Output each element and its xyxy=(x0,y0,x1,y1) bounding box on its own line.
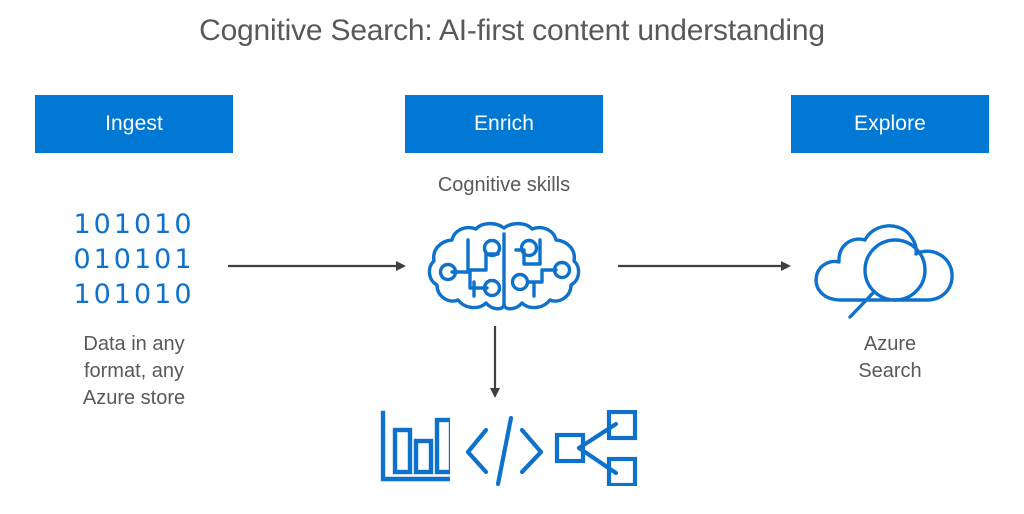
arrow-ingest-to-enrich-icon xyxy=(228,258,408,279)
binary-data-graphic: 101010 010101 101010 xyxy=(73,209,195,310)
brain-circuit-icon xyxy=(424,220,584,321)
code-brackets-icon xyxy=(462,414,548,495)
stage-banner-enrich: Enrich xyxy=(405,95,603,153)
arrow-enrich-to-explore-icon xyxy=(618,258,793,279)
cloud-magnifier-icon xyxy=(805,216,973,325)
page-title: Cognitive Search: AI-first content under… xyxy=(199,14,825,47)
stage-banner-ingest: Ingest xyxy=(35,95,233,153)
stage-banner-ingest-label: Ingest xyxy=(105,112,163,135)
bar-chart-icon xyxy=(378,410,454,491)
arrow-enrich-to-outputs-icon xyxy=(486,326,504,405)
share-nodes-icon xyxy=(554,409,638,491)
stage-banner-explore-label: Explore xyxy=(854,112,926,135)
explore-caption: Azure Search xyxy=(858,333,922,382)
ingest-caption: Data in any format, any Azure store xyxy=(82,333,186,409)
stage-banner-enrich-label: Enrich xyxy=(473,112,535,135)
stage-banner-explore: Explore xyxy=(791,95,989,153)
cognitive-skills-label: Cognitive skills xyxy=(437,174,571,196)
